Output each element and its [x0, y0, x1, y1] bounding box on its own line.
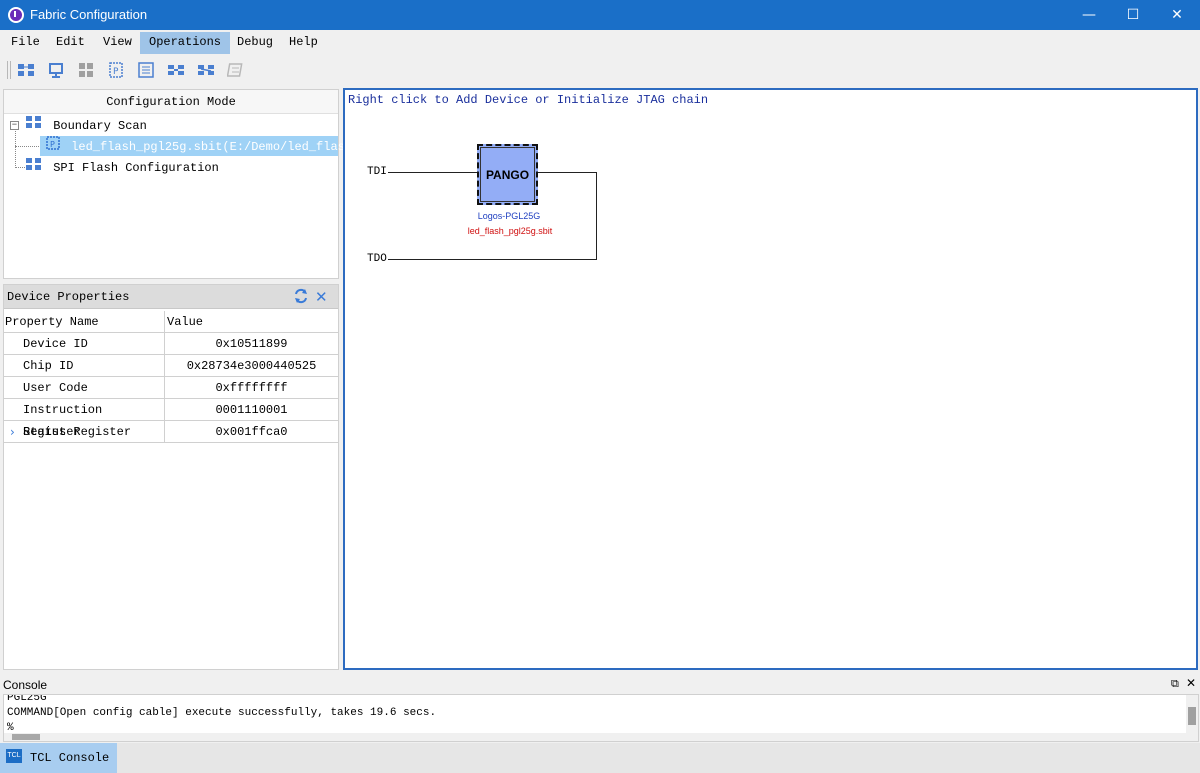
tab-label: TCL Console — [30, 751, 110, 765]
table-row[interactable]: › Status Register 0x001ffca0 — [4, 421, 338, 443]
menu-debug[interactable]: Debug — [237, 35, 274, 49]
title-bar: Fabric Configuration — ☐ ✕ — [0, 0, 1200, 30]
app-icon — [8, 7, 24, 23]
console-header: Console ⧉ ✕ — [0, 676, 1200, 695]
table-row[interactable]: Chip ID 0x28734e3000440525 — [4, 355, 338, 377]
chevron-right-icon[interactable]: › — [10, 425, 15, 439]
console-line: COMMAND[Open config cable] execute succe… — [7, 707, 437, 719]
property-value: 0x28734e3000440525 — [186, 359, 317, 373]
close-icon[interactable]: ✕ — [1186, 676, 1197, 690]
property-name: Device ID — [4, 333, 165, 355]
table-row[interactable]: User Code 0xffffffff — [4, 377, 338, 399]
tdo-wire-out — [538, 172, 597, 173]
menu-operations[interactable]: Operations — [140, 32, 231, 54]
configuration-mode-title: Configuration Mode — [4, 90, 338, 114]
property-value: 0xffffffff — [215, 381, 288, 395]
properties-table: Property Name Value Device ID 0x10511899… — [4, 311, 338, 443]
tree-item-spi-flash[interactable]: SPI Flash Configuration — [26, 157, 219, 177]
configuration-mode-panel: Configuration Mode − Boundary Scan P led… — [3, 89, 352, 279]
refresh-icon[interactable] — [294, 288, 308, 308]
device-properties-title: Device Properties — [7, 290, 130, 304]
scrollbar-thumb[interactable] — [1188, 707, 1196, 725]
tdo-wire-vertical — [596, 172, 597, 260]
console-title: Console — [3, 678, 48, 692]
tree-item-sbit-file[interactable]: P led_flash_pgl25g.sbit(E:/Demo/led_flas… — [40, 136, 352, 157]
vertical-scrollbar[interactable] — [1186, 695, 1198, 741]
table-header-row: Property Name Value — [4, 311, 338, 333]
tree-item-label: led_flash_pgl25g.sbit(E:/Demo/led_flas… — [71, 139, 353, 154]
minimize-button[interactable]: — — [1082, 7, 1096, 23]
menu-file[interactable]: File — [11, 35, 40, 49]
table-row[interactable]: Device ID 0x10511899 — [4, 333, 338, 355]
device-chip[interactable]: PANGO — [477, 144, 538, 205]
menu-help[interactable]: Help — [289, 35, 318, 49]
console-line: % — [7, 722, 14, 734]
property-value: 0x001ffca0 — [215, 425, 288, 439]
tcl-icon: TCL — [6, 749, 22, 763]
scrollbar-thumb[interactable] — [12, 734, 40, 740]
toolbar: P — [0, 56, 1200, 84]
tree-item-label: Boundary Scan — [53, 118, 147, 133]
property-name: Instruction Register — [4, 399, 165, 439]
device-properties-panel: Device Properties ✕ Property Name Value … — [3, 284, 339, 670]
chain-icon[interactable] — [166, 60, 186, 80]
svg-text:P: P — [113, 67, 119, 77]
disabled-icon[interactable] — [226, 60, 246, 80]
device-properties-header: Device Properties ✕ — [4, 285, 338, 309]
column-header-value: Value — [167, 315, 204, 329]
canvas-hint: Right click to Add Device or Initialize … — [348, 93, 709, 107]
tdo-label: TDO — [367, 253, 387, 265]
list-icon[interactable] — [136, 60, 156, 80]
close-icon[interactable]: ✕ — [315, 288, 328, 306]
console-line: PGL25G — [7, 694, 47, 704]
property-value: 0x10511899 — [215, 337, 288, 351]
console-output[interactable]: PGL25G COMMAND[Open config cable] execut… — [3, 694, 1199, 742]
grid-icon[interactable] — [76, 60, 96, 80]
menu-edit[interactable]: Edit — [56, 35, 85, 49]
property-name: Status Register — [4, 421, 165, 443]
toolbar-grip[interactable] — [7, 61, 11, 79]
close-button[interactable]: ✕ — [1171, 7, 1183, 23]
column-header-name: Property Name — [4, 311, 165, 333]
tree-guide-line — [15, 167, 25, 168]
tree-item-label: SPI Flash Configuration — [53, 160, 219, 175]
tree-guide-line — [15, 146, 39, 147]
tree-collapse-toggle[interactable]: − — [10, 120, 19, 130]
menu-view[interactable]: View — [103, 35, 132, 49]
chain-2-icon[interactable] — [196, 60, 216, 80]
program-icon[interactable]: P — [106, 60, 126, 80]
restore-icon[interactable]: ⧉ — [1171, 677, 1179, 690]
tdo-wire-return — [388, 259, 597, 260]
table-row[interactable]: Instruction Register 0001110001 — [4, 399, 338, 439]
boundary-scan-icon — [26, 115, 42, 136]
horizontal-scrollbar[interactable] — [4, 733, 1186, 741]
device-name: Logos-PGL25G — [477, 211, 541, 221]
tab-tcl-console[interactable]: TCL TCL Console — [0, 743, 117, 773]
jtag-chain-canvas[interactable]: Right click to Add Device or Initialize … — [343, 88, 1198, 670]
property-name: Chip ID — [4, 355, 165, 377]
property-name: User Code — [4, 377, 165, 399]
svg-text:P: P — [50, 140, 55, 149]
property-value: 0001110001 — [215, 403, 288, 417]
menu-bar: File Edit View Operations Debug Help — [0, 30, 1200, 55]
chip-label: PANGO — [485, 167, 530, 182]
scan-chain-icon[interactable] — [16, 60, 36, 80]
spi-flash-icon — [26, 157, 42, 178]
console-tab-bar: TCL TCL Console — [0, 743, 1200, 773]
cable-icon[interactable] — [46, 60, 66, 80]
tree-guide-line — [15, 131, 16, 168]
tdi-wire — [388, 172, 477, 173]
bitstream-file-icon: P — [46, 136, 60, 157]
maximize-button[interactable]: ☐ — [1126, 7, 1140, 23]
tdi-label: TDI — [367, 166, 387, 178]
window-title: Fabric Configuration — [30, 7, 148, 22]
tree-item-boundary-scan[interactable]: Boundary Scan — [26, 115, 147, 135]
device-file: led_flash_pgl25g.sbit — [467, 226, 553, 236]
